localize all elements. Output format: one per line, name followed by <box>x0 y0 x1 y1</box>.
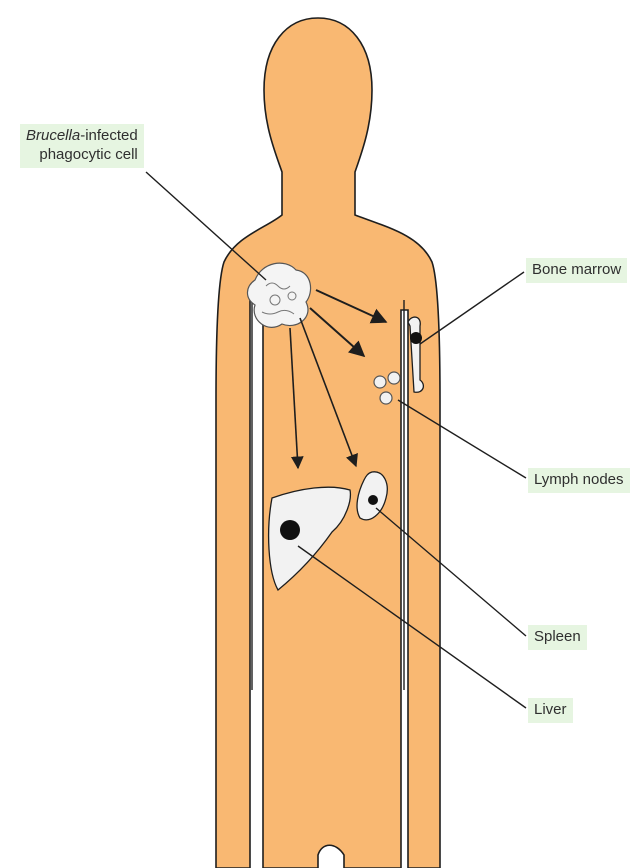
label-liver: Liver <box>528 698 573 723</box>
label-infected-cell: Brucella-infected phagocytic cell <box>20 124 144 168</box>
label-lymph-nodes: Lymph nodes <box>528 468 630 493</box>
label-infected-cell-line2: phagocytic cell <box>26 146 138 165</box>
label-spleen: Spleen <box>528 625 587 650</box>
label-infected-cell-rest: -infected <box>80 127 138 144</box>
leader-infected-cell <box>146 172 266 280</box>
label-bone-marrow: Bone marrow <box>526 258 627 283</box>
label-infected-cell-italic: Brucella <box>26 127 80 144</box>
body-silhouette <box>216 18 440 868</box>
